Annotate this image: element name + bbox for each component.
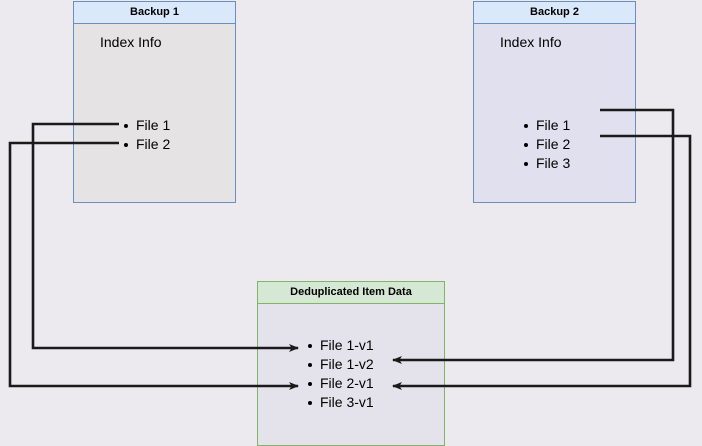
- list-item: File 3: [522, 154, 570, 173]
- backup-1-box[interactable]: Backup 1 Index Info File 1 File 2: [73, 1, 236, 203]
- backup-2-box[interactable]: Backup 2 Index Info File 1 File 2 File 3: [473, 1, 636, 203]
- backup-1-file-list: File 1 File 2: [122, 116, 170, 154]
- list-item: File 2: [122, 135, 170, 154]
- deduplicated-item-data-body: File 1-v1 File 1-v2 File 2-v1 File 3-v1: [258, 304, 444, 445]
- backup-1-title: Backup 1: [74, 2, 235, 24]
- backup-2-title: Backup 2: [474, 2, 635, 24]
- deduplicated-item-data-title: Deduplicated Item Data: [258, 282, 444, 304]
- backup-2-body: Index Info File 1 File 2 File 3: [474, 24, 635, 202]
- list-item: File 2: [522, 135, 570, 154]
- list-item: File 1-v2: [306, 355, 374, 374]
- dedup-file-list: File 1-v1 File 1-v2 File 2-v1 File 3-v1: [306, 336, 374, 412]
- backup-2-index-info-label: Index Info: [500, 34, 562, 50]
- list-item: File 1: [122, 116, 170, 135]
- backup-2-file-list: File 1 File 2 File 3: [522, 116, 570, 173]
- list-item: File 2-v1: [306, 374, 374, 393]
- list-item: File 1-v1: [306, 336, 374, 355]
- list-item: File 3-v1: [306, 393, 374, 412]
- backup-1-index-info-label: Index Info: [100, 34, 162, 50]
- deduplicated-item-data-box[interactable]: Deduplicated Item Data File 1-v1 File 1-…: [257, 281, 445, 446]
- list-item: File 1: [522, 116, 570, 135]
- backup-1-body: Index Info File 1 File 2: [74, 24, 235, 202]
